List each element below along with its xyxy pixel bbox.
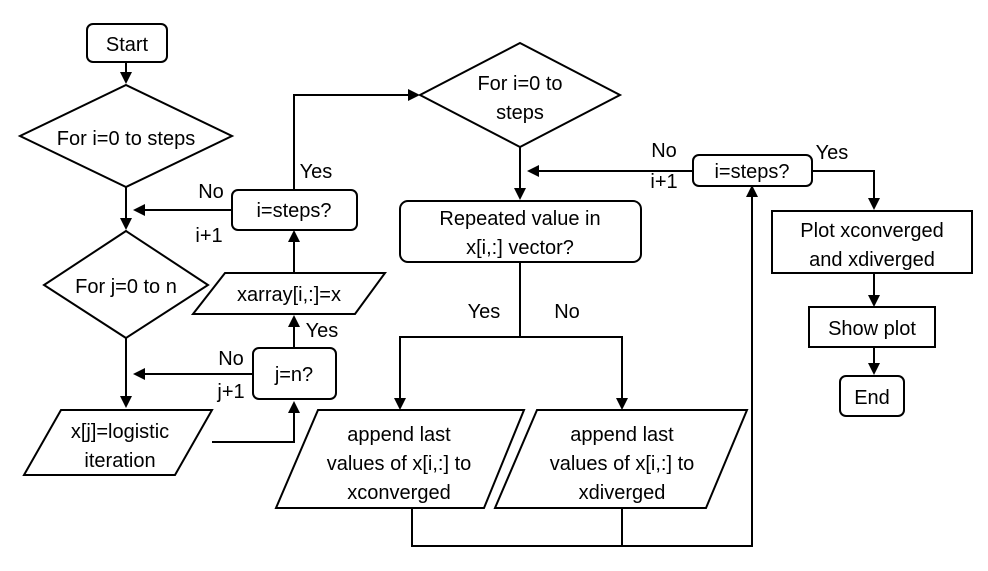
node-append-diverged: append last values of x[i,:] to xdiverge… [493,409,749,509]
node-for-i-loop-1: For i=0 to steps [17,83,235,189]
label-i-plus-1-a: i+1 [195,225,222,247]
svg-text:iteration: iteration [84,450,155,472]
node-show-plot: Show plot [808,306,936,348]
node-for-j-loop: For j=0 to n [42,229,210,340]
edge-i-check-2-no [527,165,693,177]
edge-i-check-2-yes [812,170,880,210]
label-no-repeated: No [554,301,580,323]
label-yes-j: Yes [306,320,339,342]
svg-text:values of x[i,:] to: values of x[i,:] to [550,453,695,475]
edge-show-to-end [868,347,880,375]
edge-i-check-1-no [133,204,232,216]
node-j-equals-n-check: j=n? [252,347,337,400]
node-repeated-value-check: Repeated value in x[i,:] vector? [399,200,642,263]
svg-text:Repeated value in: Repeated value in [439,208,600,230]
edges [120,62,880,547]
node-append-converged: append last values of x[i,:] to xconverg… [274,409,526,509]
edge-start-to-for-i [120,62,132,84]
svg-text:i=steps?: i=steps? [714,161,789,183]
node-start: Start [86,23,168,63]
svg-text:and xdiverged: and xdiverged [809,249,935,271]
svg-text:x[j]=logistic: x[j]=logistic [71,421,169,443]
svg-text:End: End [854,387,890,409]
svg-text:append last: append last [347,424,451,446]
svg-text:steps: steps [496,102,544,124]
edge-logistic-to-j-check [212,401,300,443]
svg-text:values of x[i,:] to: values of x[i,:] to [327,453,472,475]
edge-j-check-yes [288,315,300,348]
edge-for-j-to-logistic [120,338,132,408]
label-no-i-1: No [198,181,224,203]
label-yes-repeated: Yes [468,301,501,323]
svg-text:For i=0 to steps: For i=0 to steps [57,128,195,150]
svg-text:For j=0 to n: For j=0 to n [75,276,177,298]
node-logistic-iteration: x[j]=logistic iteration [22,409,214,476]
label-no-i-2: No [651,140,677,162]
node-xarray-assign: xarray[i,:]=x [190,272,387,315]
edge-labels: No j+1 Yes No i+1 Yes Yes No No i+1 Yes [195,140,848,403]
node-i-equals-steps-check-1: i=steps? [231,189,358,231]
svg-text:append last: append last [570,424,674,446]
edge-xarray-to-i-check-1 [288,230,300,273]
edge-appends-to-i-check-2 [411,185,758,547]
svg-text:x[i,:] vector?: x[i,:] vector? [466,237,574,259]
svg-text:For i=0 to: For i=0 to [477,73,562,95]
edge-plot-to-show [868,273,880,307]
svg-text:j=n?: j=n? [274,364,313,386]
node-plot: Plot xconverged and xdiverged [771,210,973,274]
node-i-equals-steps-check-2: i=steps? [692,154,813,187]
edge-for-i-to-for-j [120,187,132,230]
label-yes-i-2: Yes [816,142,849,164]
svg-text:xdiverged: xdiverged [579,482,666,504]
label-j-plus-1: j+1 [216,381,244,403]
svg-text:Start: Start [106,34,149,56]
svg-text:i=steps?: i=steps? [256,200,331,222]
label-i-plus-1-b: i+1 [650,171,677,193]
svg-text:xarray[i,:]=x: xarray[i,:]=x [237,284,341,306]
svg-text:Plot xconverged: Plot xconverged [800,220,943,242]
edge-i-check-1-yes [293,89,420,190]
edge-j-check-no [133,368,253,380]
node-end: End [839,375,905,417]
label-yes-i-1: Yes [300,161,333,183]
svg-text:Show plot: Show plot [828,318,916,340]
edge-for-i-2-to-repeated [514,147,526,200]
edge-repeated-branches [394,262,628,410]
label-no-j: No [218,348,244,370]
node-for-i-loop-2: For i=0 to steps [417,41,623,149]
svg-text:xconverged: xconverged [347,482,450,504]
